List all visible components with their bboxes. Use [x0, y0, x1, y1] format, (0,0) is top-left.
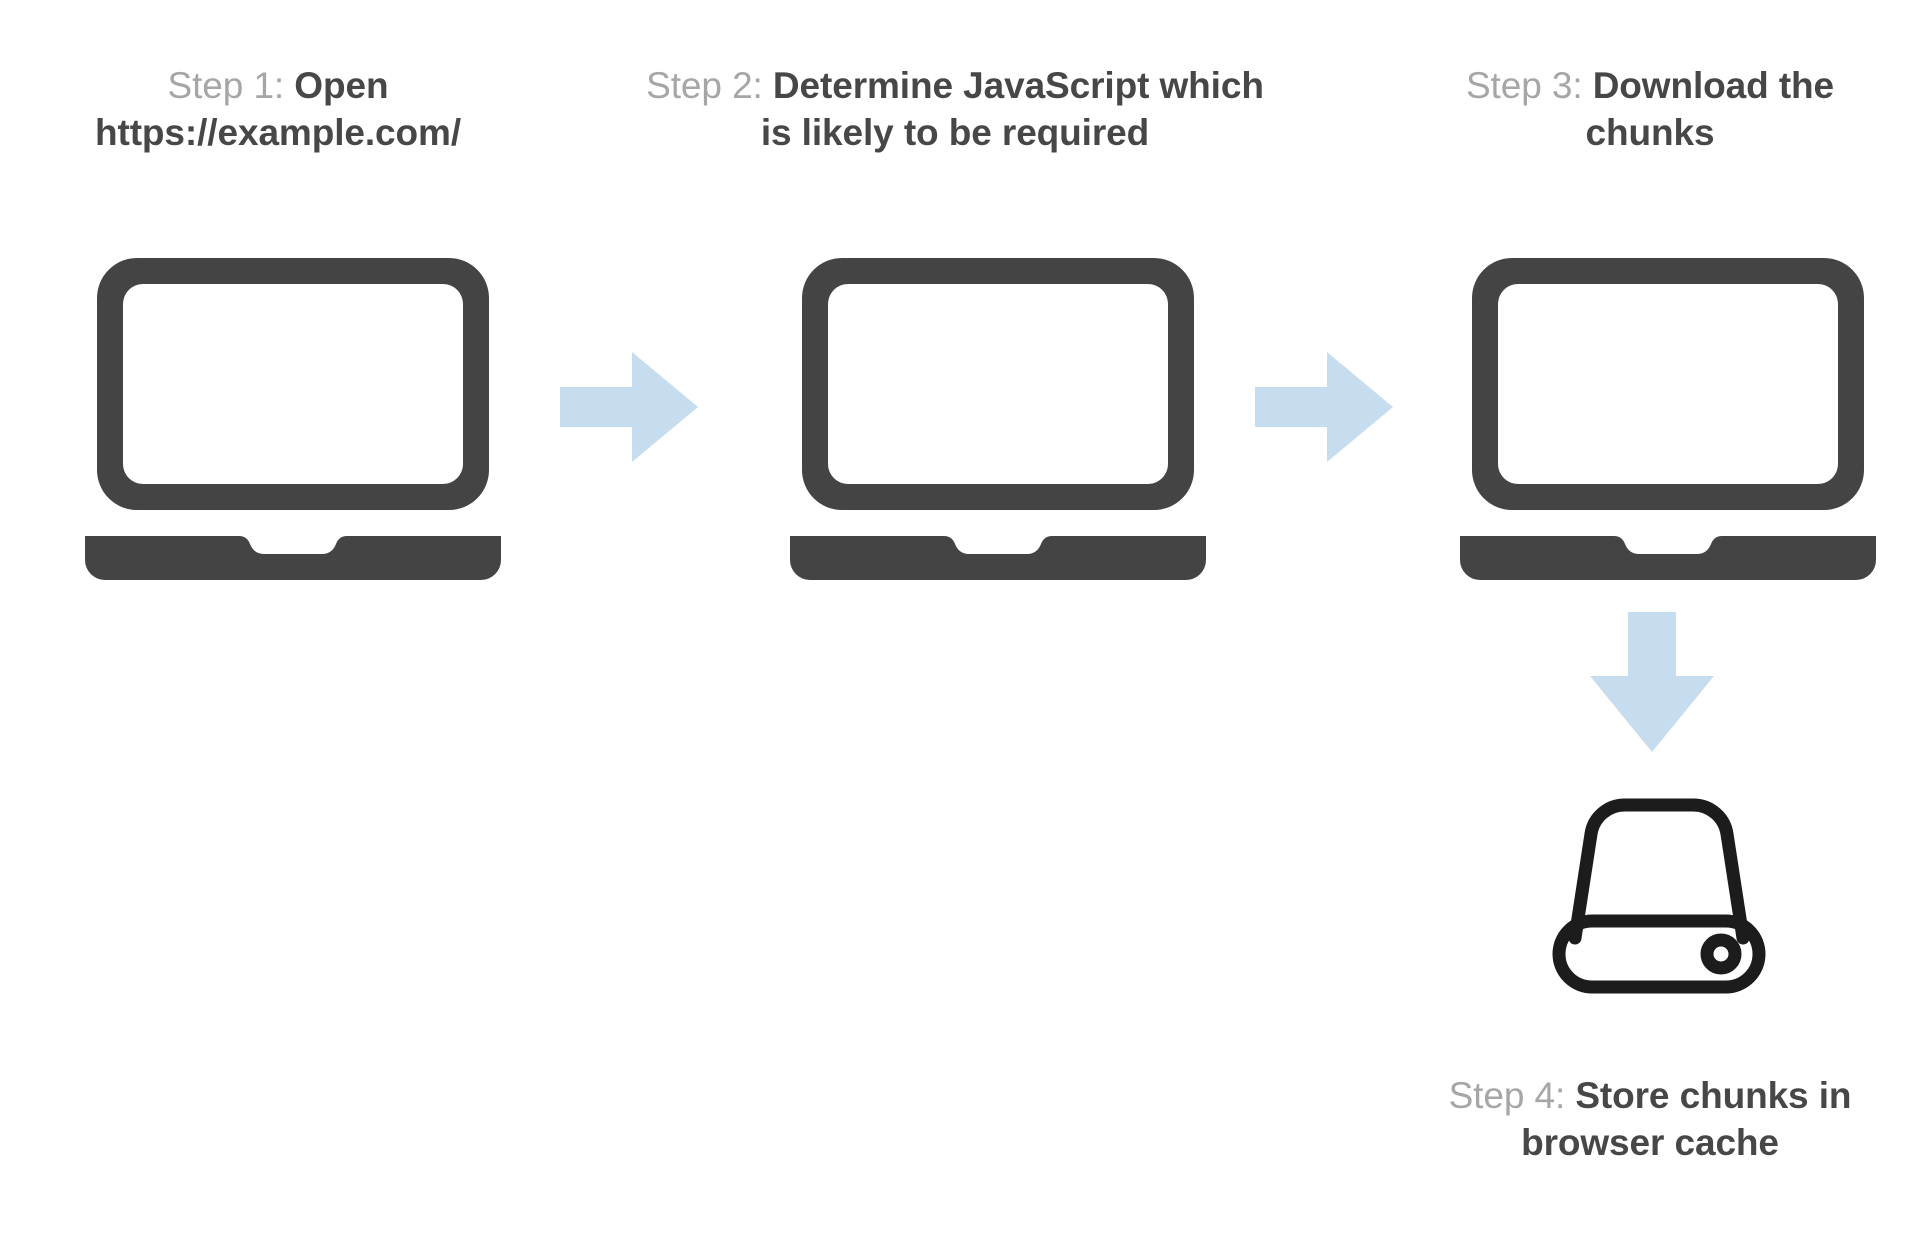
step-3-caption: Step 3: Download the chunks — [1400, 62, 1900, 157]
arrow-down-icon — [1590, 612, 1714, 752]
step-4-text: Store chunks in browser cache — [1521, 1075, 1852, 1164]
step-2-caption: Step 2: Determine JavaScript which is li… — [645, 62, 1265, 157]
hard-drive-icon — [1545, 790, 1773, 1000]
laptop-icon — [85, 258, 501, 580]
step-2-text: Determine JavaScript which is likely to … — [760, 65, 1264, 154]
arrow-right-icon — [560, 352, 698, 462]
step-2-label: Step 2: — [646, 65, 773, 106]
step-1-label: Step 1: — [167, 65, 295, 106]
step-3-text: Download the chunks — [1585, 65, 1835, 154]
step-4-caption: Step 4: Store chunks in browser cache — [1400, 1072, 1900, 1167]
step-1-caption: Step 1: Open https://example.com/ — [28, 62, 528, 157]
laptop-icon — [790, 258, 1206, 580]
laptop-icon — [1460, 258, 1876, 580]
step-4-label: Step 4: — [1448, 1075, 1576, 1116]
step-3-label: Step 3: — [1465, 65, 1593, 106]
arrow-right-icon — [1255, 352, 1393, 462]
step-1-text: Open https://example.com/ — [94, 65, 462, 154]
